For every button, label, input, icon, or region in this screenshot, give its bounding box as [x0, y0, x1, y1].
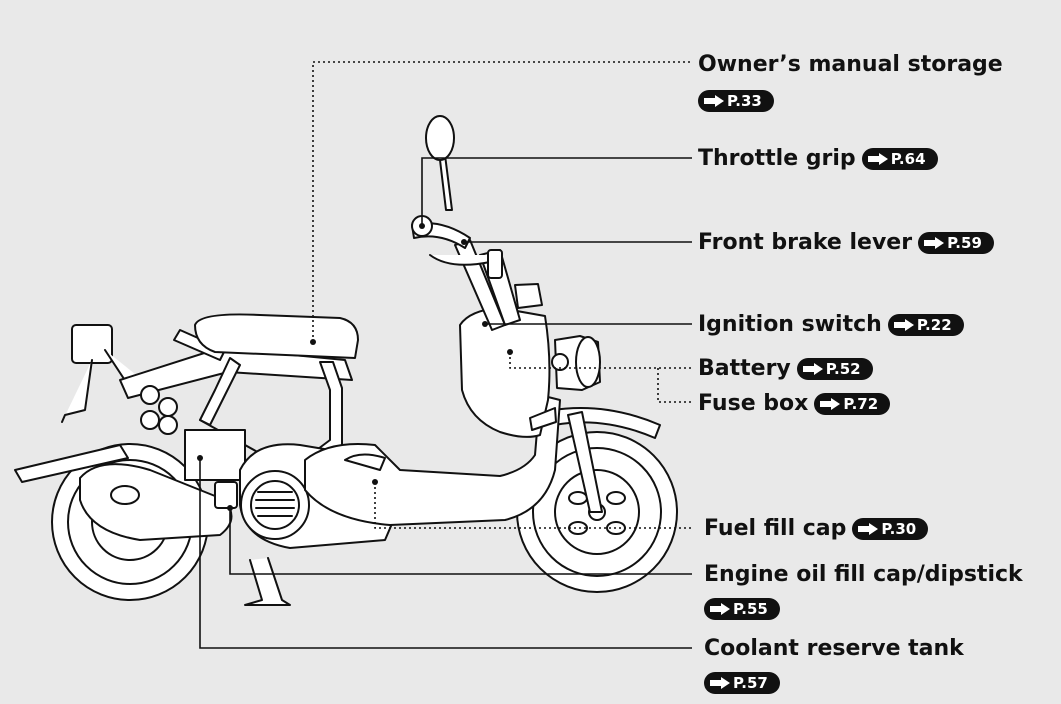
mirror	[425, 115, 455, 161]
page-ref-text: P.30	[881, 519, 917, 538]
callout-label: Ignition switch	[698, 312, 882, 337]
leader-lines	[199, 61, 692, 649]
page-ref-badge[interactable]: P.72	[814, 393, 891, 415]
callout-fuse-box: Fuse box P.72	[698, 391, 891, 416]
page-ref-badge[interactable]: P.22	[887, 314, 964, 336]
callout-fuel-fill-cap: Fuel fill cap P.30	[704, 516, 929, 541]
right-arrow-icon	[858, 523, 879, 535]
right-arrow-icon	[820, 398, 841, 410]
page-ref-badge[interactable]: P.64	[861, 148, 938, 170]
callout-front-brake-lever: Front brake lever P.59	[698, 232, 994, 254]
leader-throttle	[421, 157, 692, 226]
page-ref-text: P.72	[843, 394, 879, 413]
leader-owners-manual	[312, 61, 692, 342]
leader-engine-oil	[229, 508, 692, 575]
page-ref-badge[interactable]: P.55	[704, 598, 780, 620]
callout-label: Owner’s manual storage	[698, 52, 1003, 77]
callout-label: Engine oil fill cap/dipstick	[704, 562, 1023, 587]
page-ref-badge[interactable]: P.30	[852, 518, 929, 540]
callout-throttle-grip: Throttle grip P.64	[698, 148, 938, 170]
page-ref-text: P.22	[916, 315, 952, 334]
page-ref-text: P.33	[727, 92, 762, 110]
floorboard	[304, 394, 561, 526]
page-ref-text: P.55	[733, 600, 768, 618]
right-arrow-icon	[893, 319, 914, 331]
callout-ignition-switch: Ignition switch P.22	[698, 314, 964, 336]
right-arrow-icon	[867, 153, 888, 165]
seat	[194, 313, 359, 359]
leader-fuse-box	[657, 368, 692, 403]
page-ref-text: P.59	[947, 233, 982, 252]
callout-label: Fuel fill cap	[704, 516, 847, 541]
leader-dots	[197, 223, 513, 511]
leader-battery	[509, 352, 692, 369]
callout-label: Coolant reserve tank	[704, 636, 964, 661]
leader-fuel-cap	[374, 482, 692, 529]
callout-label: Throttle grip	[698, 146, 856, 171]
callout-label: Fuse box	[698, 391, 809, 416]
right-arrow-icon	[802, 363, 823, 375]
right-arrow-icon	[704, 95, 724, 107]
right-arrow-icon	[710, 677, 730, 689]
page-ref-text: P.64	[890, 149, 926, 168]
callout-engine-oil-fill-cap: Engine oil fill cap/dipstick	[704, 564, 1023, 586]
callout-label: Battery	[698, 356, 791, 381]
callout-battery: Battery P.52	[698, 358, 873, 380]
page-ref-text: P.57	[733, 674, 768, 692]
callout-label: Front brake lever	[698, 230, 913, 255]
callout-coolant-reserve-tank: Coolant reserve tank	[704, 638, 964, 660]
right-arrow-icon	[924, 237, 945, 249]
page-ref-text: P.52	[825, 359, 861, 378]
right-arrow-icon	[710, 603, 730, 615]
page-ref-badge[interactable]: P.33	[698, 90, 774, 112]
page-ref-badge[interactable]: P.59	[918, 232, 994, 254]
leader-coolant	[199, 458, 692, 649]
callout-owners-manual-storage: Owner’s manual storage	[698, 54, 1003, 76]
page-ref-badge[interactable]: P.52	[796, 358, 873, 380]
page-ref-badge[interactable]: P.57	[704, 672, 780, 694]
